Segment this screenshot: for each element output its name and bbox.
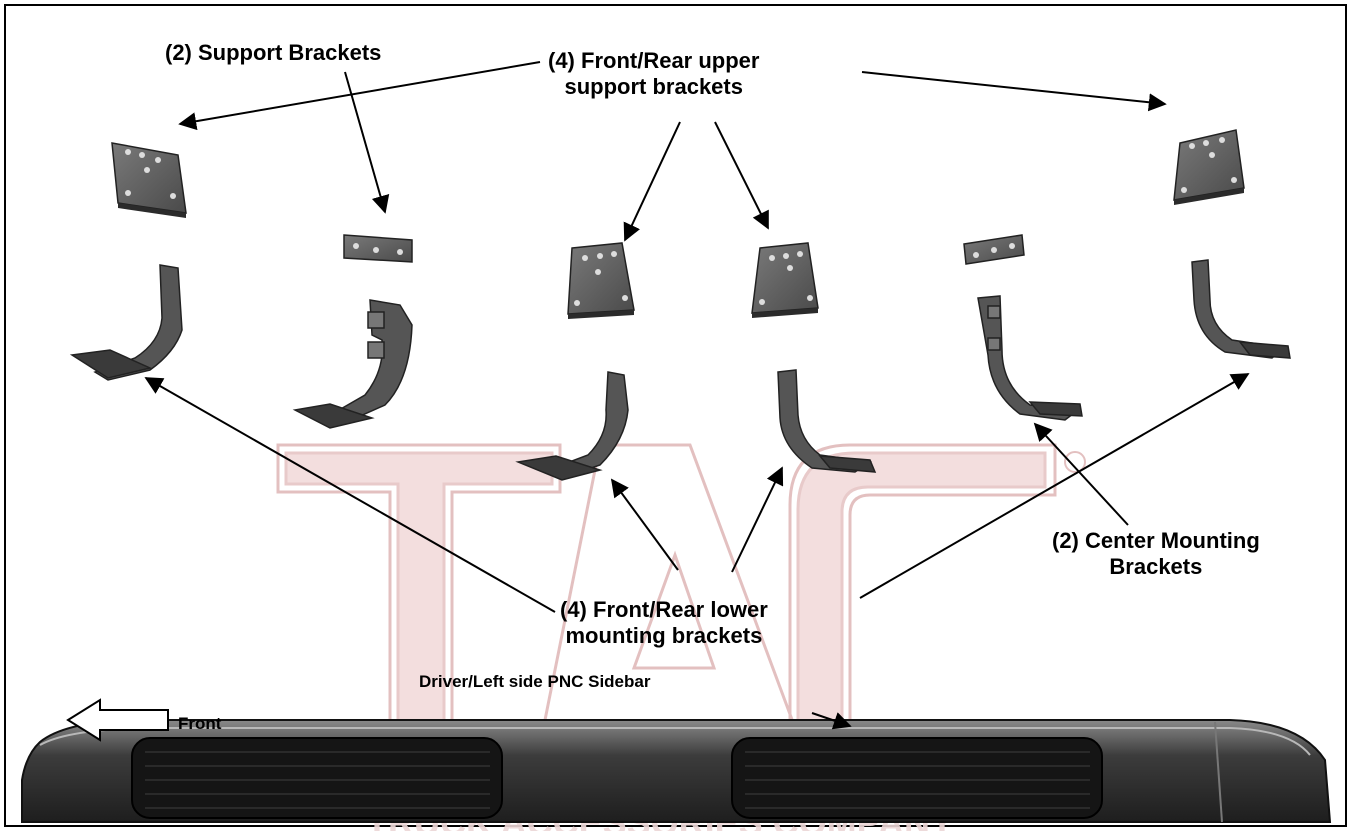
support-bracket-2 [963, 234, 1025, 265]
lower-bracket-4 [777, 369, 877, 473]
label-sidebar: Driver/Left side PNC Sidebar [419, 672, 651, 691]
label-center-brackets: (2) Center Mounting Brackets [1052, 528, 1260, 579]
lower-bracket-6 [1191, 259, 1291, 359]
diagram-frame [4, 4, 1347, 827]
label-front: Front [178, 714, 222, 733]
callout-arrows [144, 61, 1250, 730]
lower-bracket-3 [515, 371, 629, 481]
front-arrow-icon [66, 698, 169, 742]
label-upper-brackets: (4) Front/Rear upper support brackets [548, 48, 760, 99]
step-pad-2 [731, 737, 1103, 819]
label-lower-brackets: (4) Front/Rear lower mounting brackets [560, 597, 768, 648]
step-pad-1 [131, 737, 503, 819]
label-support-brackets: (2) Support Brackets [165, 40, 382, 65]
lower-bracket-2 [292, 299, 413, 429]
upper-bracket-2 [567, 242, 635, 319]
upper-bracket-4 [1173, 129, 1245, 205]
upper-bracket-3 [751, 242, 819, 318]
lower-bracket-5 [977, 295, 1083, 421]
pnc-sidebar [21, 718, 1332, 823]
lower-bracket-1 [69, 264, 183, 381]
upper-bracket-1 [111, 142, 187, 218]
support-bracket-1 [343, 234, 413, 263]
